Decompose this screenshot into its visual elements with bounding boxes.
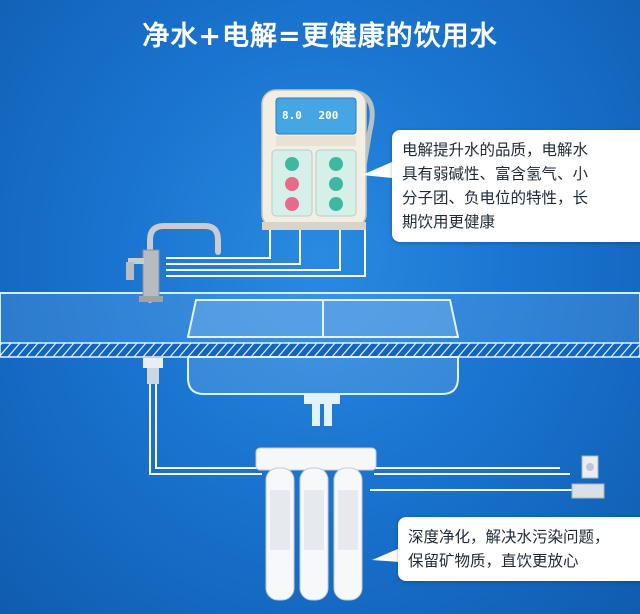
faucet <box>126 223 221 303</box>
headline: 净水+电解=更健康的饮用水 <box>142 21 498 52</box>
lcd-readout-right: 200 <box>318 109 339 122</box>
callout-top-pointer <box>362 162 392 178</box>
callout-line: 期饮用更健康 <box>402 213 496 231</box>
lcd-readout: 8.0 200 <box>282 109 338 122</box>
drain-fitting <box>143 358 163 384</box>
callout-line: 电解提升水的品质，电解水 <box>402 141 589 159</box>
callout-line: 分子团、负电位的特性，长 <box>402 189 589 207</box>
water-ionizer <box>261 89 375 230</box>
callout-line: 具有弱碱性、富含氢气、小 <box>402 165 589 183</box>
callout-ionizer-benefits: 电解提升水的品质，电解水 具有弱碱性、富含氢气、小 分子团、负电位的特性，长 期… <box>392 130 640 242</box>
lcd-readout-left: 8.0 <box>282 109 302 122</box>
sink <box>186 299 460 426</box>
callout-line: 保留矿物质，直饮更放心 <box>408 552 579 570</box>
inlet-valve <box>571 455 605 499</box>
countertop-edge <box>0 342 640 358</box>
callout-line: 深度净化，解决水污染问题， <box>408 528 610 546</box>
filter-system <box>255 447 377 601</box>
callout-filter-benefits: 深度净化，解决水污染问题， 保留矿物质，直饮更放心 <box>398 517 640 581</box>
upper-pipes <box>166 230 366 277</box>
callout-bottom-pointer <box>372 548 400 562</box>
lower-pipes <box>149 360 600 491</box>
